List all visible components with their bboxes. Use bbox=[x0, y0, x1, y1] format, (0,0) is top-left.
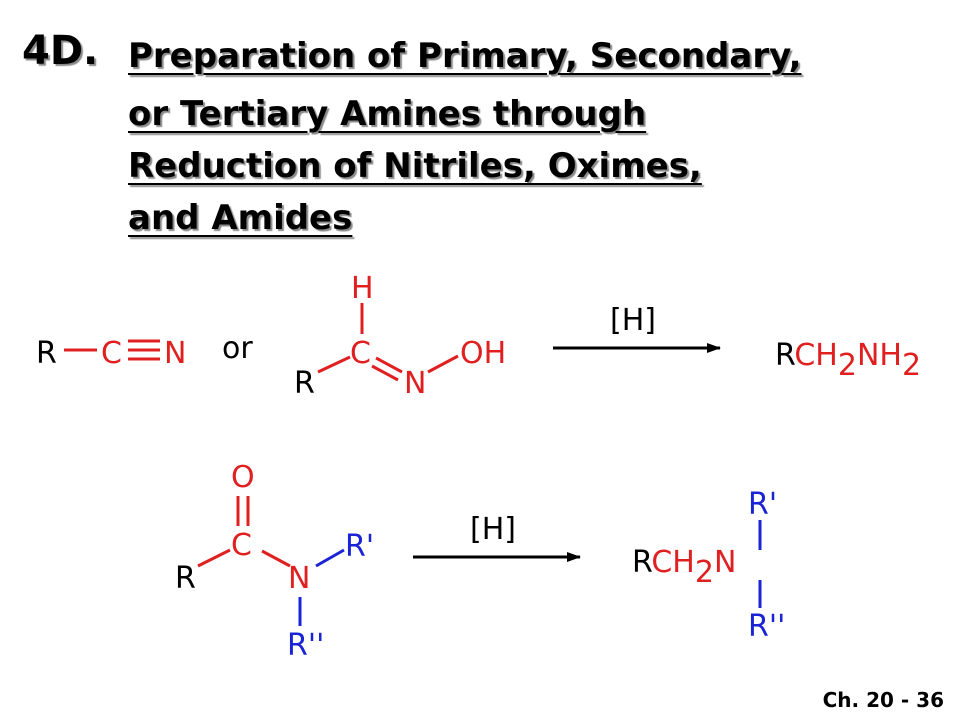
amide-r1-label: R' bbox=[345, 529, 374, 564]
oxime-oh-label: OH bbox=[460, 336, 506, 371]
amide-o-label: O bbox=[231, 460, 255, 495]
oxime-structure: H C R N OH bbox=[294, 271, 506, 401]
oxime-cn-double-bond-a bbox=[375, 356, 403, 374]
amide-n-r1-bond bbox=[315, 548, 345, 568]
amide-cn-bond bbox=[261, 549, 291, 568]
title-line-1: Preparation of Primary, Secondary, bbox=[128, 36, 802, 76]
oxime-rc-bond bbox=[317, 355, 351, 374]
amide-structure: O C R N R' R'' bbox=[175, 460, 374, 663]
nitrile-structure: R C N bbox=[36, 336, 186, 371]
amide-c-label: C bbox=[231, 528, 252, 563]
product-2-formula: RCH2N bbox=[632, 545, 736, 590]
oxime-n-label: N bbox=[404, 366, 426, 401]
triple-bond bbox=[128, 339, 160, 361]
amide-n-label: N bbox=[288, 561, 310, 596]
oxime-no-bond bbox=[427, 354, 459, 374]
title-line-2: or Tertiary Amines through bbox=[128, 94, 647, 134]
amide-r-label: R bbox=[175, 561, 196, 596]
or-text: or bbox=[222, 331, 253, 366]
section-number: 4D. bbox=[22, 28, 99, 74]
nitrile-c-label: C bbox=[101, 336, 122, 371]
title-line-4: and Amides bbox=[128, 198, 353, 238]
product-2-r1-label: R' bbox=[748, 487, 777, 522]
product-1-formula: RCH2NH2 bbox=[775, 338, 921, 383]
slide-number: Ch. 20 - 36 bbox=[822, 688, 944, 712]
oxime-cn-double-bond-b bbox=[371, 364, 399, 382]
product-2-r2-label: R'' bbox=[748, 609, 785, 644]
reagent-label-1: [H] bbox=[610, 303, 656, 338]
reagent-label-2: [H] bbox=[470, 512, 516, 547]
amide-rc-bond bbox=[197, 548, 231, 568]
title-line-3: Reduction of Nitriles, Oximes, bbox=[128, 146, 702, 186]
oxime-h-label: H bbox=[351, 271, 374, 306]
amide-r2-label: R'' bbox=[287, 628, 324, 663]
oxime-c-label: C bbox=[350, 336, 371, 371]
oxime-r-label: R bbox=[294, 366, 315, 401]
nitrile-r-label: R bbox=[36, 336, 57, 371]
nitrile-n-label: N bbox=[164, 336, 186, 371]
